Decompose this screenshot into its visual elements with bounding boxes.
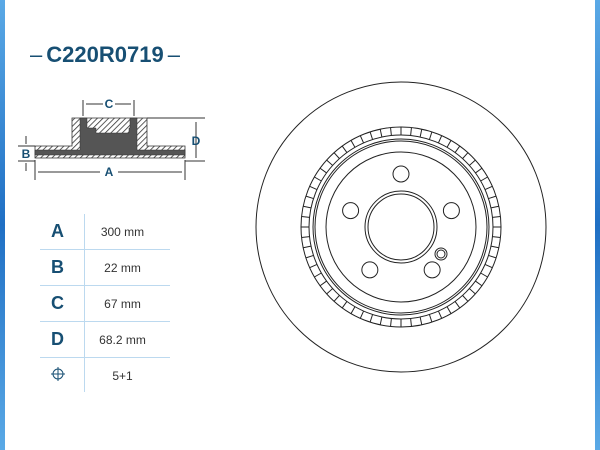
spec-table: A 300 mm B 22 mm C 67 mm D 68.2 mm 5+1 <box>40 214 170 393</box>
vent-slot <box>410 318 412 327</box>
table-divider <box>84 214 85 392</box>
vent-slot <box>341 145 348 153</box>
vent-slot <box>390 318 392 327</box>
vent-slot <box>484 263 493 269</box>
vent-slot <box>475 280 483 287</box>
vent-slot <box>379 129 383 138</box>
vent-slot <box>359 135 365 144</box>
vent-slot <box>428 314 433 323</box>
vent-slot <box>419 129 423 138</box>
spec-row-bolts: 5+1 <box>40 358 170 393</box>
vent-slot <box>326 288 333 295</box>
vent-slot <box>341 301 348 309</box>
vent-slot <box>369 314 374 323</box>
label-b: B <box>22 147 31 161</box>
vent-slot <box>488 195 497 200</box>
spec-value: 5+1 <box>112 368 133 383</box>
spec-row-b: B 22 mm <box>40 250 170 286</box>
vent-slot <box>369 131 374 140</box>
vent-slot <box>490 205 499 209</box>
vent-slot <box>410 127 412 136</box>
vent-slot <box>492 216 501 218</box>
spec-row-d: D 68.2 mm <box>40 322 170 358</box>
bolt-hole <box>392 165 410 183</box>
spec-value: 67 mm <box>104 296 141 311</box>
vent-slot <box>428 131 433 140</box>
vent-slot <box>303 245 312 249</box>
spec-row-c: C 67 mm <box>40 286 170 322</box>
bolt-hole <box>442 202 460 220</box>
label-a: A <box>105 165 114 179</box>
vent-slot <box>419 316 423 325</box>
vent-slot <box>462 152 469 159</box>
vent-slot <box>309 263 318 269</box>
vent-slot <box>454 301 461 309</box>
vent-slot <box>309 185 318 191</box>
title-dash-right: – <box>167 42 180 67</box>
vent-slot <box>475 167 483 174</box>
vent-slot <box>484 185 493 191</box>
vent-slot <box>350 306 356 314</box>
vent-slot <box>492 236 501 238</box>
vent-slot <box>305 195 314 200</box>
bolt-holes <box>342 165 460 279</box>
vent-slot <box>490 245 499 249</box>
vent-slot <box>350 140 356 148</box>
spec-key: B <box>51 257 64 277</box>
part-number: C220R0719 <box>46 42 164 67</box>
vent-slot <box>462 295 469 302</box>
disc-front-view <box>255 81 547 373</box>
vent-slot <box>454 145 461 153</box>
vent-slot <box>390 127 392 136</box>
spec-value: 300 mm <box>100 224 145 239</box>
bolt-hole <box>423 261 441 279</box>
vent-slot <box>480 176 488 182</box>
vent-slot <box>379 316 383 325</box>
frame-edge-left <box>0 0 5 450</box>
label-c: C <box>105 97 114 111</box>
vent-slot <box>314 272 322 278</box>
vent-slot <box>314 176 322 182</box>
vent-slot <box>319 167 327 174</box>
vent-slot <box>333 295 340 302</box>
vent-slot <box>446 306 452 314</box>
bolt-pattern-icon <box>40 365 75 386</box>
vent-slot <box>359 310 365 319</box>
vent-slot <box>469 159 476 166</box>
vent-slot <box>488 254 497 259</box>
vent-slot <box>303 205 312 209</box>
spec-key: A <box>51 221 64 241</box>
vent-slot <box>319 280 327 287</box>
vent-slot <box>305 254 314 259</box>
spec-value: 68.2 mm <box>99 332 146 347</box>
part-number-title: –C220R0719– <box>20 42 190 68</box>
vent-slot <box>301 236 310 238</box>
vent-slot <box>437 310 443 319</box>
vent-slot <box>326 159 333 166</box>
disc-profile: C D B A <box>18 97 205 180</box>
spec-key: D <box>51 329 64 349</box>
vent-slots <box>301 127 501 327</box>
vent-slot <box>301 216 310 218</box>
frame-edge-right <box>595 0 600 450</box>
title-dash-left: – <box>30 42 43 67</box>
vent-slot <box>480 272 488 278</box>
bolt-hole <box>361 261 379 279</box>
bolt-hole <box>342 202 360 220</box>
spec-row-a: A 300 mm <box>40 214 170 250</box>
label-d: D <box>192 134 201 148</box>
vent-slot <box>446 140 452 148</box>
spec-value: 22 mm <box>104 260 141 275</box>
vent-slot <box>437 135 443 144</box>
vent-slot <box>333 152 340 159</box>
vent-slot <box>469 288 476 295</box>
spec-key: C <box>51 293 64 313</box>
